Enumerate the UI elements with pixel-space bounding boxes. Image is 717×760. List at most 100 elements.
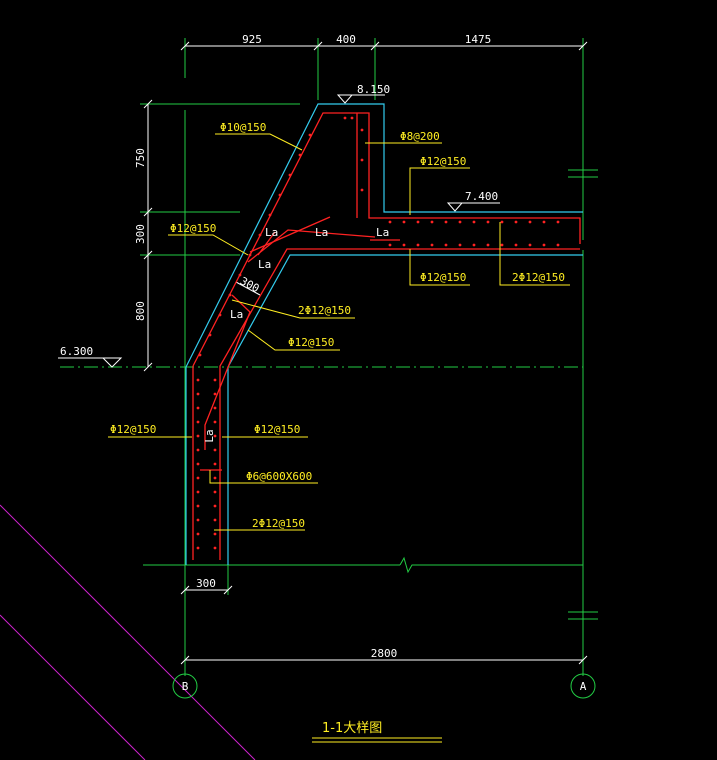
rebar-section-dot — [556, 220, 560, 224]
label-wall-2: 2Φ12@150 — [252, 517, 305, 530]
rebar-section-dot — [402, 220, 406, 224]
la-label-1: La — [265, 226, 278, 239]
rebar-section-dot — [402, 243, 406, 247]
axis-bubble-a — [570, 673, 596, 699]
rebar-section-dot — [500, 220, 504, 224]
label-wall-left: Φ12@150 — [110, 423, 156, 436]
rebar-section-dot — [248, 253, 252, 257]
rebar-section-dot — [196, 378, 200, 382]
rebar-section-dot — [208, 333, 212, 337]
rebar-section-dot — [528, 243, 532, 247]
rebar-section-dot — [472, 220, 476, 224]
rebar-section-dot — [350, 116, 354, 120]
rebar-inner — [219, 248, 580, 560]
rebar-section-dot — [228, 293, 232, 297]
dimension-lines — [143, 41, 588, 665]
rebar-section-dot — [196, 448, 200, 452]
rebar-section-dot — [196, 462, 200, 466]
rebar-section-dot — [500, 243, 504, 247]
la-label-4: La — [258, 258, 271, 271]
guide-line-1 — [0, 504, 256, 760]
rebar-section-dot — [196, 504, 200, 508]
dim-text-400: 400 — [336, 33, 356, 46]
rebar-corner — [204, 294, 251, 450]
rebar-section-dot — [213, 546, 217, 550]
rebar-section-dot — [444, 243, 448, 247]
rebar-section-dot — [196, 476, 200, 480]
elevation-left: 6.300 — [60, 345, 93, 358]
rebar-section-dot — [514, 220, 518, 224]
rebar-section-dot — [388, 220, 392, 224]
rebar-section-dot — [514, 243, 518, 247]
dim-text-300: 300 — [134, 224, 147, 244]
rebar-section-dot — [343, 116, 347, 120]
axis-label-b: B — [182, 680, 189, 693]
dim-text-750: 750 — [134, 148, 147, 168]
rebar-section-dot — [542, 220, 546, 224]
leader-tie — [209, 470, 318, 484]
rebar-section-dot — [213, 518, 217, 522]
rebar-section-dot — [308, 133, 312, 137]
dim-text-2800: 2800 — [371, 647, 398, 660]
rebar-la-3 — [257, 231, 276, 256]
rebar-section-dot — [213, 462, 217, 466]
dim-text-925: 925 — [242, 33, 262, 46]
la-label-6: La — [203, 429, 216, 442]
rebar-section-dot — [486, 243, 490, 247]
label-slope-mid: Φ12@150 — [170, 222, 216, 235]
rebar-section-dot — [196, 546, 200, 550]
rebar-section-dot — [213, 434, 217, 438]
rebar-section-dot — [196, 392, 200, 396]
label-phi8: Φ8@200 — [400, 130, 440, 143]
rebar-section-dot — [288, 173, 292, 177]
rebar-section-dot — [213, 532, 217, 536]
rebar-section-dot — [213, 392, 217, 396]
la-label-5: La — [230, 308, 243, 321]
elevation-marker-left — [101, 357, 123, 368]
rebar-section-dot — [213, 378, 217, 382]
dim-text-1475: 1475 — [465, 33, 492, 46]
drawing-title: 1-1大样图 — [322, 721, 382, 736]
la-label-3: La — [376, 226, 389, 239]
leader-corner-2 — [231, 299, 355, 319]
rebar-section-dot — [472, 243, 476, 247]
rebar-section-dot — [196, 406, 200, 410]
rebar-section-dot — [213, 448, 217, 452]
extension-lines — [60, 38, 598, 676]
axis-label-a: A — [580, 680, 587, 693]
rebar-section-dot — [196, 532, 200, 536]
rebar-section-dot — [416, 220, 420, 224]
rebar-section-dot — [213, 406, 217, 410]
leader-slab-top — [409, 167, 470, 215]
label-slab-top: Φ12@150 — [420, 155, 466, 168]
concrete-top-edge — [185, 103, 583, 368]
leader-slope-mid — [168, 234, 249, 256]
rebar-section-dot — [268, 213, 272, 217]
axis-bubbles — [172, 673, 596, 699]
leader-phi10 — [215, 133, 303, 151]
rebar-texts: Φ10@150 Φ8@200 Φ12@150 Φ12@150 Φ12@150 2… — [110, 121, 565, 530]
rebar-section-dot — [298, 153, 302, 157]
elevation-top: 8.150 — [357, 83, 390, 96]
leader-slab-bottom — [409, 249, 470, 286]
axis-texts: B A — [182, 680, 587, 693]
rebar-section-dot — [196, 434, 200, 438]
axis-bubble-b — [172, 673, 198, 699]
elevation-slab: 7.400 — [465, 190, 498, 203]
label-tie: Φ6@600X600 — [246, 470, 312, 483]
guide-line-2 — [0, 614, 146, 760]
rebar-section-dot — [258, 233, 262, 237]
break-line-right — [399, 556, 583, 574]
dim-text-800: 800 — [134, 301, 147, 321]
rebar-section-dot — [486, 220, 490, 224]
rebar-section-dot — [213, 504, 217, 508]
rebar-section-dot — [556, 243, 560, 247]
rebar-section-dot — [360, 128, 364, 132]
label-slab-bottom-2: 2Φ12@150 — [512, 271, 565, 284]
rebar-section-dot — [213, 420, 217, 424]
rebar-section-dot — [218, 313, 222, 317]
rebar-section-dot — [528, 220, 532, 224]
elevation-marker-slab — [446, 202, 464, 212]
rebar-section-dot — [430, 220, 434, 224]
leader-slab-bottom-2 — [499, 222, 570, 286]
